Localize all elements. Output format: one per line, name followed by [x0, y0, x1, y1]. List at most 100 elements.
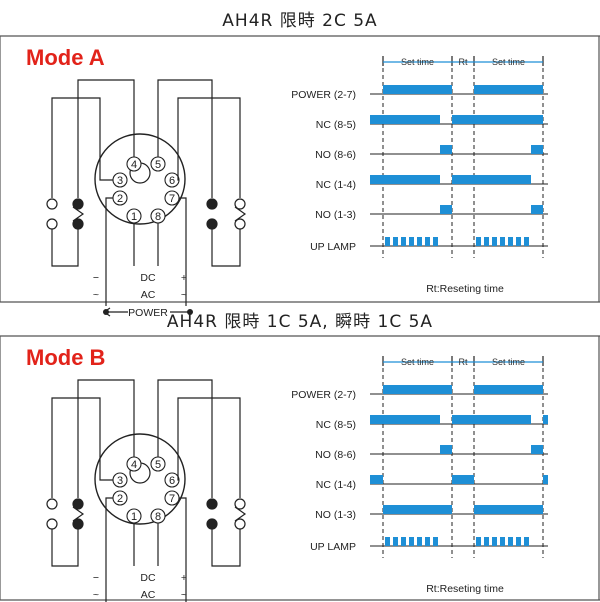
wire-pin6-right: [177, 397, 241, 498]
supply-tilde-right: ~: [181, 289, 187, 301]
nc85-high-1: [452, 115, 543, 124]
wire-left-loop: [51, 226, 79, 267]
pin-2-label: 2: [117, 193, 123, 205]
pin-6-label: 6: [169, 175, 175, 187]
uplamp-pulse-1: [484, 537, 489, 546]
nc14-high-2: [543, 475, 548, 484]
signal-label-0: POWER (2-7): [291, 89, 356, 101]
wire-pin2-supply: [105, 197, 113, 306]
power-supply-labels: −DC+~AC~POWER: [93, 572, 187, 601]
uplamp-pulse-1: [524, 537, 529, 546]
delay-symbol-left: [72, 506, 85, 522]
mode-label: Mode B: [26, 345, 105, 370]
uplamp-pulse-1: [516, 537, 521, 546]
mode-label: Mode A: [26, 45, 105, 70]
set-time-label-2: Set time: [492, 57, 525, 67]
uplamp-pulse-0: [409, 237, 414, 246]
uplamp-pulse-1: [492, 237, 497, 246]
uplamp-pulse-0: [385, 537, 390, 546]
no13-high-1: [474, 505, 543, 514]
contact-terminal: [46, 218, 58, 230]
uplamp-pulse-0: [393, 237, 398, 246]
uplamp-pulse-0: [425, 237, 430, 246]
power-supply-labels: −DC+~AC~POWER: [93, 272, 193, 319]
wire-right-loop: [211, 226, 241, 267]
signal-label-4: NO (1-3): [315, 509, 356, 521]
delay-symbol-right: [234, 506, 247, 522]
uplamp-pulse-0: [393, 537, 398, 546]
signal-label-5: UP LAMP: [310, 541, 356, 553]
supply-ac: AC: [141, 589, 156, 601]
no13-high-1: [531, 205, 543, 214]
pin-3-label: 3: [117, 175, 123, 187]
signal-label-2: NO (8-6): [315, 449, 356, 461]
uplamp-pulse-1: [476, 237, 481, 246]
supply-ac: AC: [141, 289, 156, 301]
pin-1-label: 1: [131, 211, 137, 223]
uplamp-pulse-1: [508, 237, 513, 246]
no13-high-0: [440, 205, 452, 214]
nc14-high-1: [452, 475, 474, 484]
wire-pin2-supply: [105, 497, 113, 602]
uplamp-pulse-1: [524, 237, 529, 246]
signal-label-1: NC (8-5): [316, 419, 356, 431]
pin-5-label: 5: [155, 159, 161, 171]
section-a-header: AH4R 限時 2C 5A: [222, 10, 378, 31]
set-time-label-1: Set time: [401, 357, 434, 367]
power-high-1: [474, 385, 543, 394]
section-b-header: AH4R 限時 1C 5A, 瞬時 1C 5A: [166, 311, 434, 332]
pin-6-label: 6: [169, 475, 175, 487]
pin-4-label: 4: [131, 159, 137, 171]
uplamp-pulse-1: [492, 537, 497, 546]
nc14-high-1: [452, 175, 531, 184]
supply-minus: −: [93, 272, 99, 284]
contact-terminal: [234, 218, 246, 230]
signal-label-5: UP LAMP: [310, 241, 356, 253]
footnote: Rt:Reseting time: [426, 283, 504, 295]
supply-plus: +: [181, 572, 187, 584]
uplamp-pulse-1: [508, 537, 513, 546]
nc14-high-0: [370, 175, 440, 184]
supply-tilde-left: ~: [93, 289, 99, 301]
pin-8-label: 8: [155, 511, 161, 523]
pin-1-label: 1: [131, 511, 137, 523]
wire-pin5-right: [157, 379, 213, 498]
wire-pin4-left: [77, 79, 135, 198]
set-time-label-1: Set time: [401, 57, 434, 67]
contact-terminal: [72, 218, 84, 230]
no86-high-1: [531, 445, 543, 454]
wire-pin7-supply: [179, 197, 187, 306]
no86-high-0: [440, 445, 452, 454]
contact-terminal: [206, 498, 218, 510]
pin-3-label: 3: [117, 475, 123, 487]
rt-label: Rt: [459, 57, 468, 67]
power-high-0: [383, 385, 452, 394]
contact-terminal: [206, 518, 218, 530]
contact-terminal: [72, 518, 84, 530]
uplamp-pulse-0: [401, 537, 406, 546]
pin-4-label: 4: [131, 459, 137, 471]
footnote: Rt:Reseting time: [426, 583, 504, 595]
socket-outline: [94, 433, 186, 525]
pin-2-label: 2: [117, 493, 123, 505]
wire-pin5-right: [157, 79, 213, 198]
supply-minus: −: [93, 572, 99, 584]
nc14-high-0: [370, 475, 383, 484]
power-terminal-left: [103, 309, 109, 315]
pin-8-label: 8: [155, 211, 161, 223]
nc85-high-1: [452, 415, 531, 424]
socket-wiring: [46, 379, 247, 602]
supply-tilde-left: ~: [93, 589, 99, 601]
uplamp-pulse-1: [500, 537, 505, 546]
wire-pin3-left: [51, 397, 113, 498]
contact-terminal: [72, 198, 84, 210]
power-high-0: [383, 85, 452, 94]
socket-outline: [94, 133, 186, 225]
no13-high-0: [383, 505, 452, 514]
